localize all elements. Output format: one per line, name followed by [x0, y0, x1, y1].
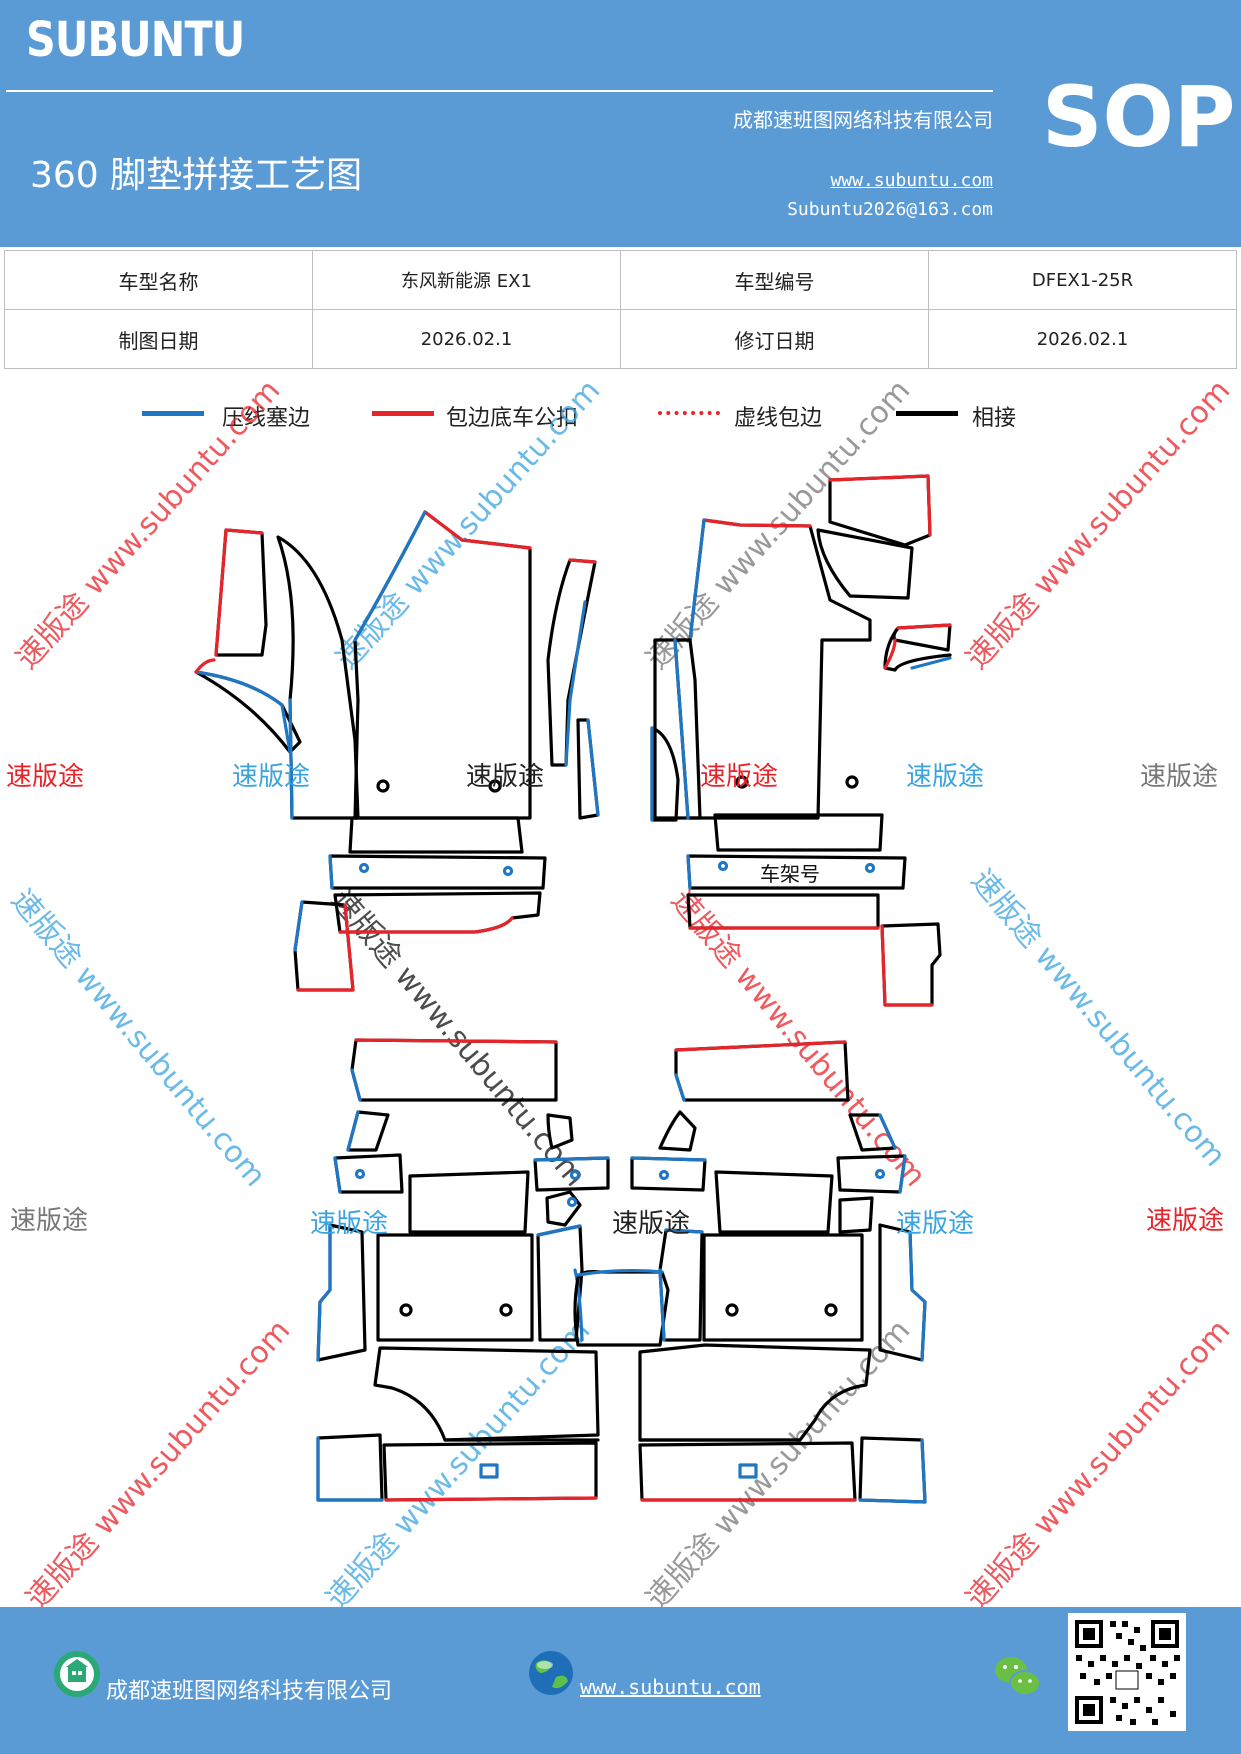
rear-right-mat-group	[630, 1040, 927, 1504]
model-code-value: DFEX1-25R	[928, 250, 1237, 310]
model-name-label: 车型名称	[4, 250, 313, 310]
wechat-icon	[995, 1657, 1041, 1696]
line-legend: 压线塞边 包边底车公扣 虚线包边 相接	[0, 400, 1241, 440]
globe-icon	[529, 1651, 573, 1695]
watermark-text: 速版途	[1146, 1206, 1225, 1236]
watermark-text: 速版途	[1140, 762, 1219, 792]
legend-swatch-dotted	[658, 411, 720, 415]
legend-swatch-black	[896, 411, 958, 416]
watermark-text: 速版途	[466, 762, 545, 792]
header-banner: SUBUNTU 360 脚垫拼接工艺图 成都速班图网络科技有限公司 www.su…	[0, 0, 1241, 247]
watermark-text: 速版途	[10, 1206, 89, 1236]
watermark-text: 速版途	[906, 762, 985, 792]
qr-code-image	[1068, 1613, 1186, 1731]
legend-label-black: 相接	[972, 406, 1017, 431]
front-left-mat-group	[194, 510, 600, 992]
frame-number-label: 车架号	[760, 862, 820, 886]
watermark-text: 速版途	[6, 762, 85, 792]
footer-company-name: 成都速班图网络科技有限公司	[106, 1679, 393, 1704]
header-company-name: 成都速班图网络科技有限公司	[733, 108, 993, 132]
legend-label-blue: 压线塞边	[222, 406, 311, 431]
sop-badge: SOP	[1042, 68, 1236, 166]
watermark-text: 速版途	[310, 1209, 389, 1239]
table-row: 车型名称 东风新能源 EX1 车型编号 DFEX1-25R	[4, 250, 1237, 310]
footer-icons	[54, 1613, 1186, 1731]
table-row: 制图日期 2026.02.1 修订日期 2026.02.1	[4, 309, 1237, 369]
rear-left-mat-group	[316, 1038, 670, 1502]
legend-swatch-blue	[142, 411, 204, 416]
header-divider	[6, 90, 993, 92]
front-right-mat-group	[650, 474, 952, 1007]
watermark-text: 速版途	[232, 762, 311, 792]
model-name-value: 东风新能源 EX1	[312, 250, 621, 310]
watermark-text: 速版途	[612, 1209, 691, 1239]
header-website-link[interactable]: www.subuntu.com	[830, 170, 993, 191]
vehicle-info-table: 车型名称 东风新能源 EX1 车型编号 DFEX1-25R 制图日期 2026.…	[4, 250, 1237, 369]
revise-date-value: 2026.02.1	[928, 309, 1237, 369]
model-code-label: 车型编号	[620, 250, 929, 310]
document-title: 360 脚垫拼接工艺图	[30, 155, 363, 196]
brand-logo: SUBUNTU	[26, 12, 245, 68]
legend-swatch-red	[372, 411, 434, 416]
draw-date-value: 2026.02.1	[312, 309, 621, 369]
revise-date-label: 修订日期	[620, 309, 929, 369]
footer-website-link[interactable]: www.subuntu.com	[580, 1675, 761, 1699]
watermark-text: 速版途	[896, 1209, 975, 1239]
header-email[interactable]: Subuntu2026@163.com	[787, 199, 993, 220]
footer-banner	[0, 1607, 1241, 1754]
draw-date-label: 制图日期	[4, 309, 313, 369]
watermark-text: 速版途	[700, 762, 779, 792]
building-icon	[54, 1651, 100, 1697]
legend-label-dotted: 虚线包边	[734, 406, 823, 431]
legend-label-red: 包边底车公扣	[446, 406, 579, 431]
